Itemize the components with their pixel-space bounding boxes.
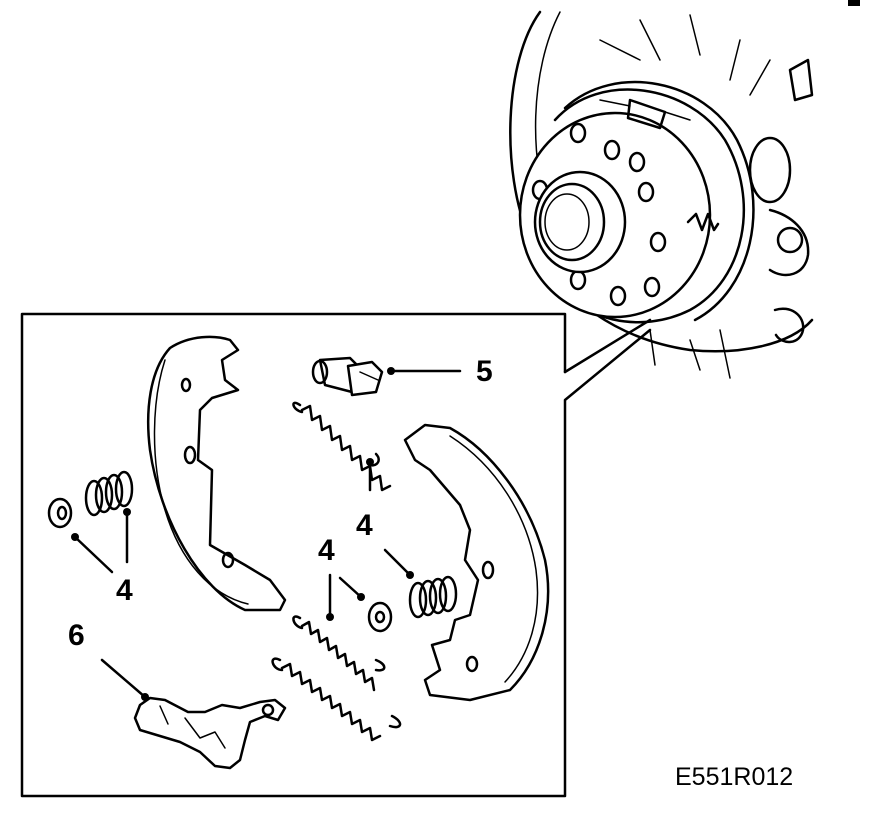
middle-spring <box>292 615 386 692</box>
lower-spring <box>271 657 402 742</box>
parking-brake-lever-icon <box>133 696 287 770</box>
callout-6: 6 <box>68 619 85 652</box>
callout-4-left: 4 <box>116 574 133 607</box>
right-spring-coil <box>408 575 458 619</box>
corner-mark <box>848 0 860 6</box>
brake-shoe-left <box>146 335 287 612</box>
center-washer <box>367 601 393 633</box>
figure-code: E551R012 <box>675 763 793 791</box>
adjuster-icon <box>311 356 384 397</box>
callout-4-upper: 4 <box>356 509 373 542</box>
brake-hub-assembly-icon <box>509 10 814 379</box>
inset-frame <box>20 312 652 798</box>
brake-shoe-right <box>403 423 550 702</box>
callout-5: 5 <box>476 355 493 388</box>
left-washer <box>47 497 73 529</box>
callout-4-center: 4 <box>318 534 335 567</box>
upper-spring <box>292 401 392 492</box>
left-spring-coil <box>84 470 134 517</box>
